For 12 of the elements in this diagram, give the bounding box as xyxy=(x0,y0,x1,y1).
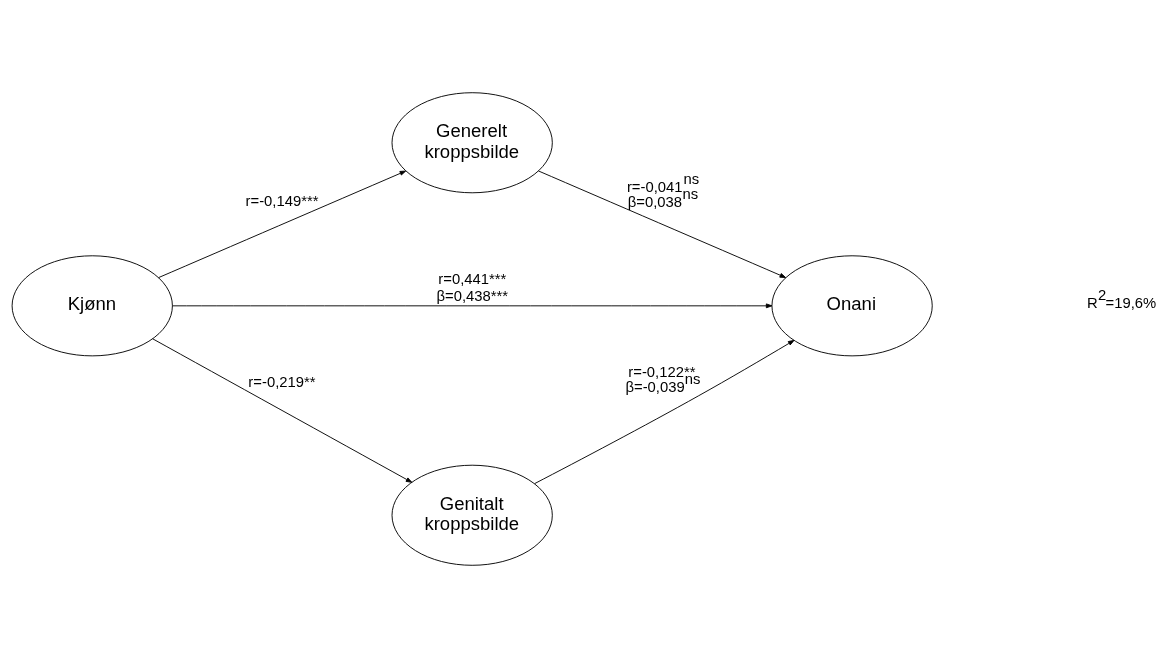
node-ellipse: Genitalt kroppsbilde xyxy=(391,464,553,566)
node-ellipse: Kjønn xyxy=(11,254,173,356)
node-ellipse: Onani xyxy=(771,254,933,356)
arrow xyxy=(152,337,413,483)
arrow xyxy=(158,170,407,278)
arrow xyxy=(172,302,773,308)
edge-label: r=-0,219** xyxy=(248,373,316,390)
edge-label: r=0,441*** β=0,438*** xyxy=(436,270,509,304)
edge-label: r=-0,149*** xyxy=(245,192,319,209)
arrow xyxy=(538,170,787,278)
arrow xyxy=(534,339,795,484)
node-ellipse: Generelt kroppsbilde xyxy=(391,91,553,193)
